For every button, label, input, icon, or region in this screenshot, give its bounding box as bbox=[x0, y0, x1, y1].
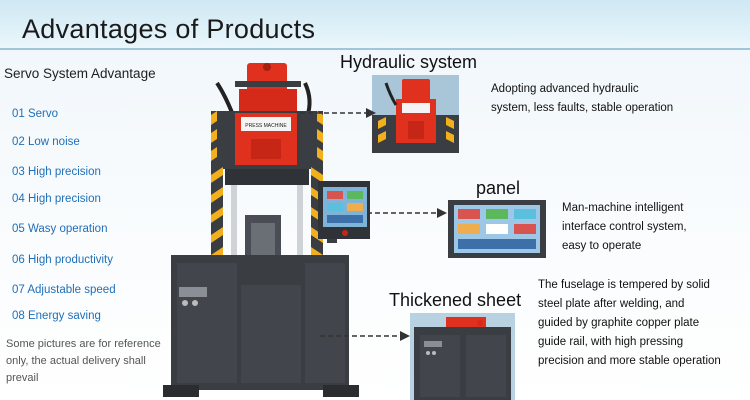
control-panel-image bbox=[448, 200, 546, 258]
thickened-sheet-title: Thickened sheet bbox=[389, 290, 522, 310]
advantage-item: 08 Energy saving bbox=[12, 310, 101, 322]
thickened-sheet-description: The fuselage is tempered by solid steel … bbox=[538, 279, 721, 367]
hydraulic-system-title: Hydraulic system bbox=[340, 52, 478, 72]
thickened-sheet-image bbox=[410, 313, 515, 400]
header-rule bbox=[0, 48, 750, 50]
advantage-item: 06 High productivity bbox=[12, 254, 113, 266]
advantage-item: 03 High precision bbox=[12, 166, 101, 178]
disclaimer-note: Some pictures are for reference only, th… bbox=[6, 338, 161, 384]
hydraulic-system-image bbox=[372, 75, 459, 153]
advantage-item: 05 Wasy operation bbox=[12, 223, 108, 235]
advantage-item: 01 Servo bbox=[12, 108, 59, 120]
panel-title: panel bbox=[476, 178, 521, 198]
servo-advantage-heading: Servo System Advantage bbox=[4, 66, 156, 81]
panel-description: Man-machine intelligent interface contro… bbox=[562, 202, 687, 252]
advantage-item: 07 Adjustable speed bbox=[12, 284, 116, 296]
panel-pointer-arrow bbox=[367, 208, 447, 218]
page-title: Advantages of Products bbox=[22, 14, 316, 44]
hydraulic-pointer-arrow bbox=[300, 108, 376, 118]
header-banner bbox=[0, 0, 750, 50]
sheet-pointer-arrow bbox=[320, 331, 410, 341]
nameplate-text: PRESS MACHINE bbox=[245, 123, 287, 129]
advantage-item: 02 Low noise bbox=[12, 136, 80, 148]
hydraulic-description: Adopting advanced hydraulic system, less… bbox=[491, 83, 674, 114]
advantage-item: 04 High precision bbox=[12, 193, 101, 205]
hydraulic-press-image: PRESS MACHINE bbox=[163, 63, 370, 397]
